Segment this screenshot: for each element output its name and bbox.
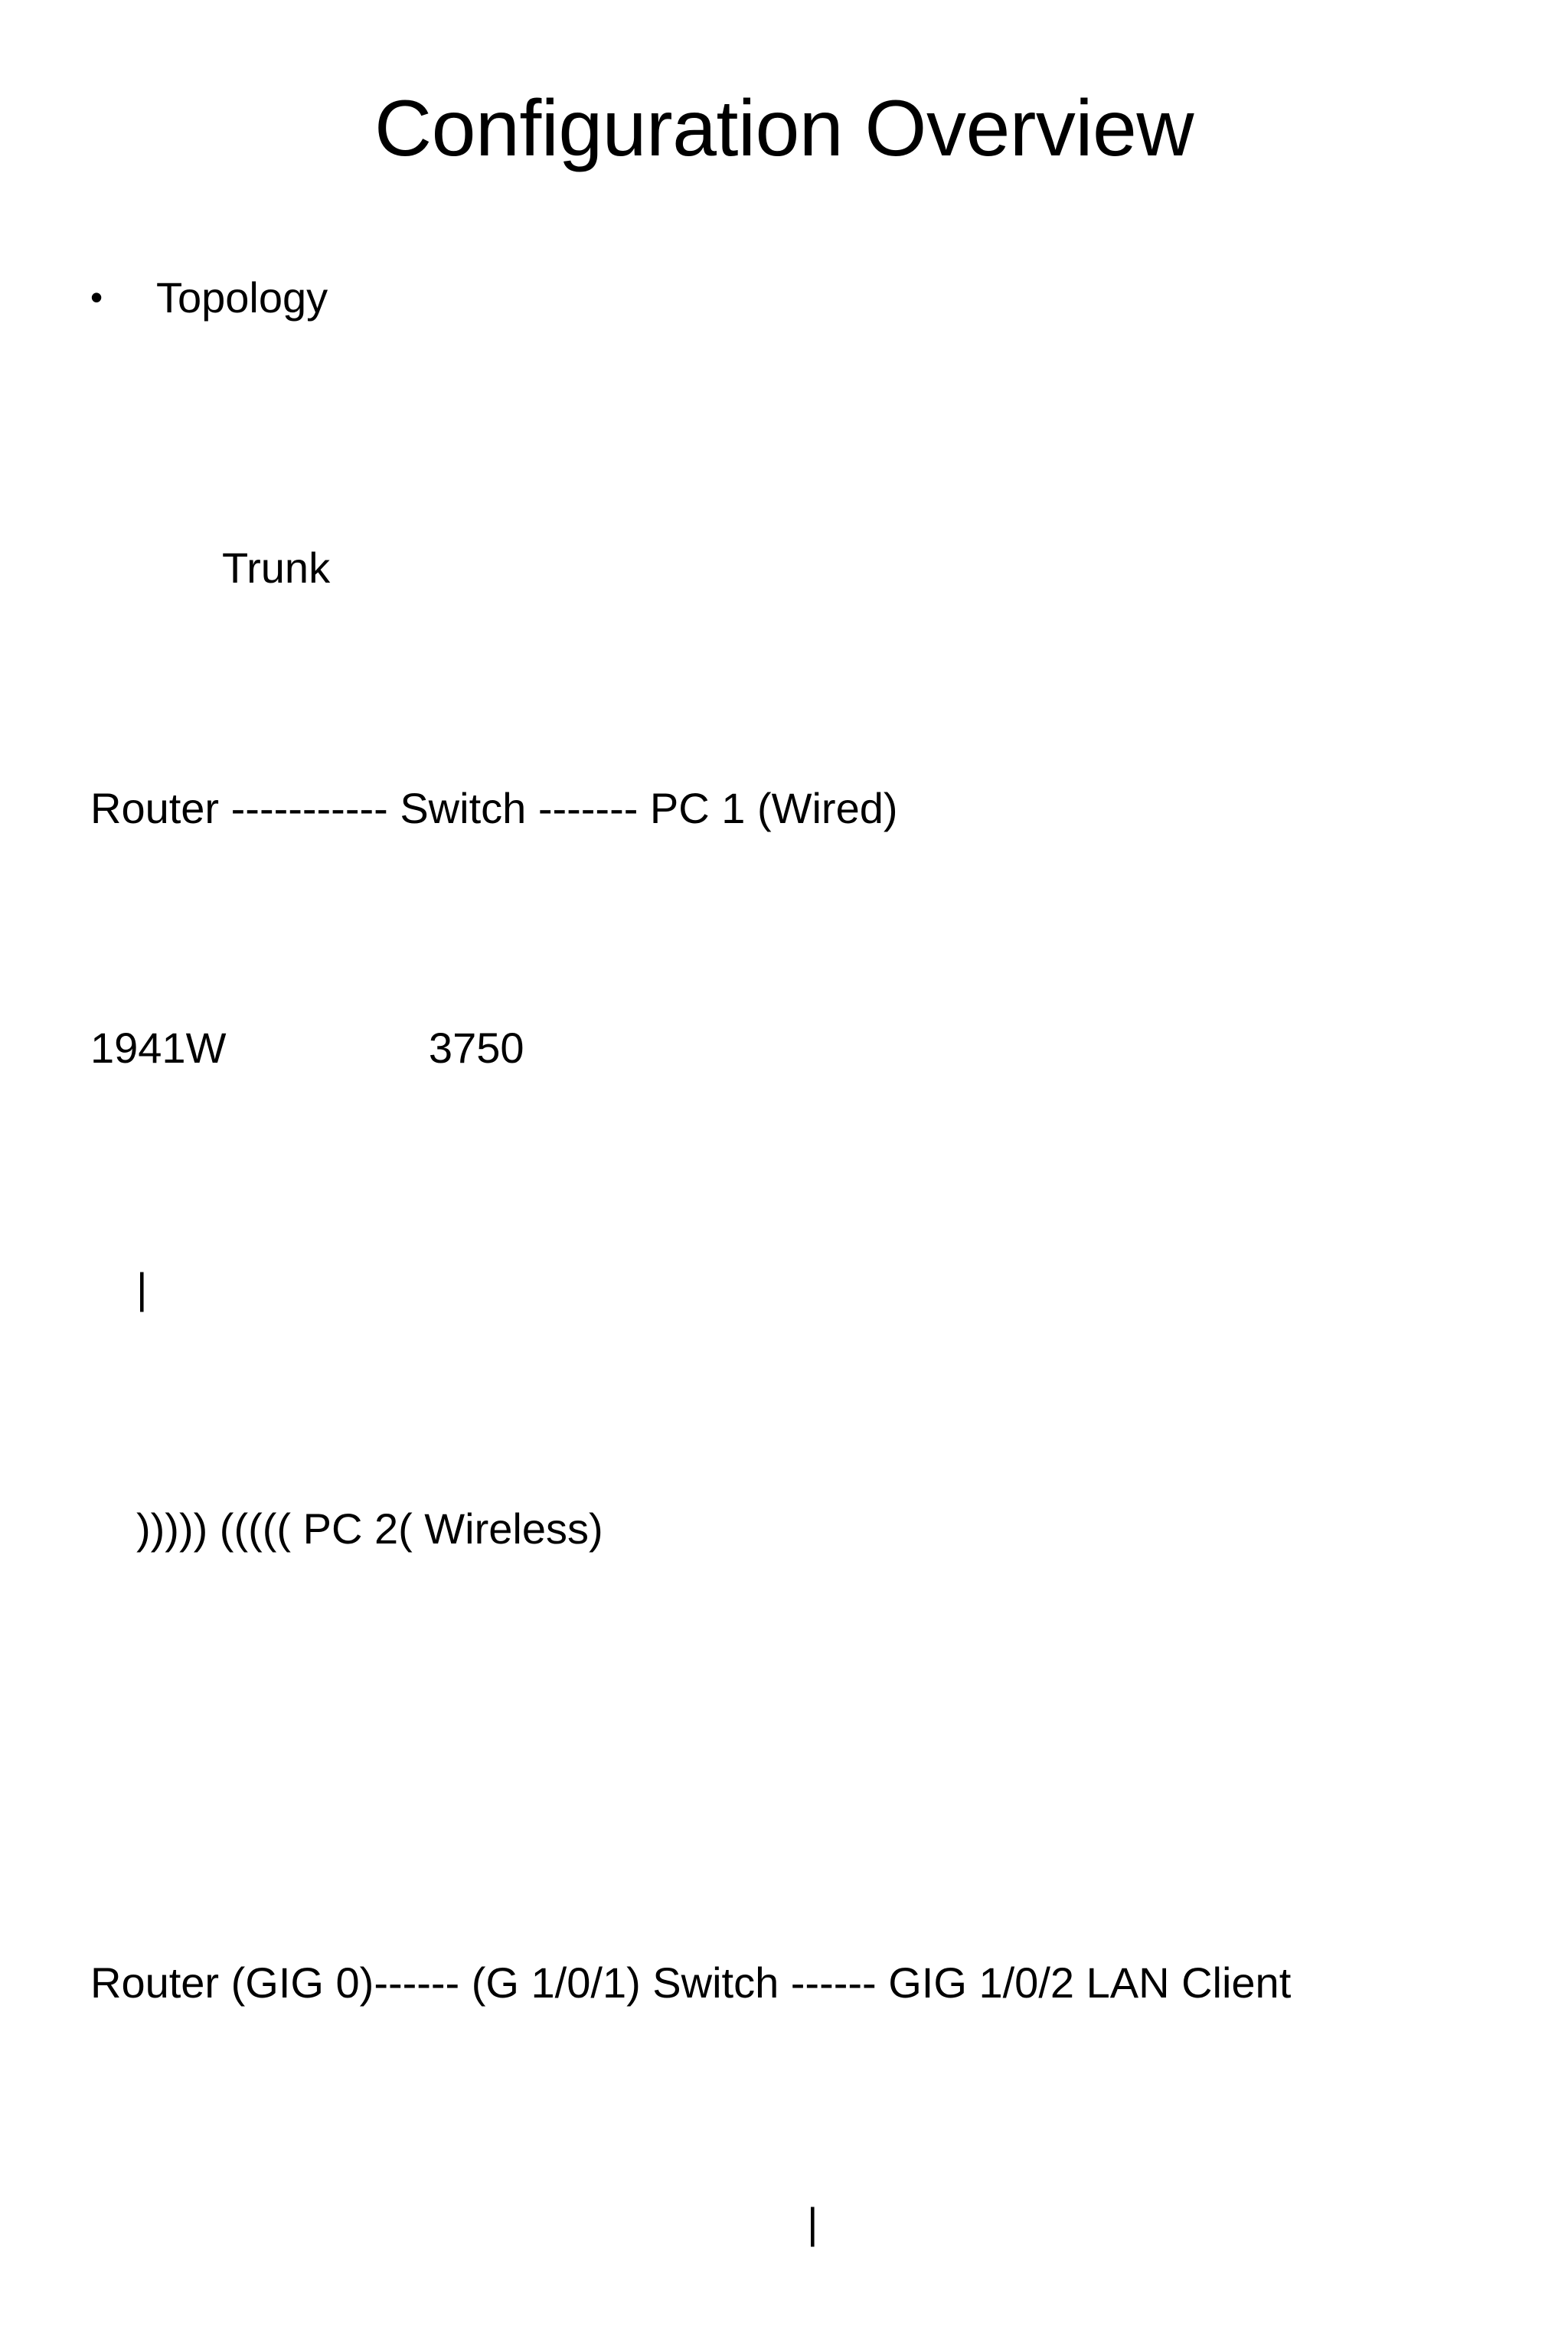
bullet-dot-icon: • bbox=[90, 277, 103, 317]
topology-line-device-models: 1941W 3750 bbox=[90, 1024, 524, 1073]
topology-line-wireless-link: ))))) ((((( PC 2( Wireless) bbox=[136, 1504, 603, 1553]
slide-body: • Topology Trunk Router ----------- Swit… bbox=[90, 272, 1499, 2352]
slide-canvas: Configuration Overview • Topology Trunk … bbox=[90, 84, 1292, 2247]
topology-line-wireless-pipe: | bbox=[136, 1264, 148, 1313]
topology-diagram: Trunk Router ----------- Switch ------- … bbox=[90, 358, 1499, 2352]
topology-line-router-switch-pc1: Router ----------- Switch ------- PC 1 (… bbox=[90, 783, 898, 832]
topology-line-switch-branch-pipe: | bbox=[807, 2198, 818, 2247]
topology-line-router-gig-switch: Router (GIG 0)------ (G 1/0/1) Switch --… bbox=[90, 1958, 1292, 2007]
bullet-item-topology: • Topology bbox=[90, 272, 1499, 323]
topology-line-trunk-label: Trunk bbox=[222, 544, 331, 593]
page-title: Configuration Overview bbox=[374, 84, 1194, 173]
bullet-item-label: Topology bbox=[156, 273, 328, 322]
topology-line-spacer bbox=[90, 1739, 1499, 1773]
